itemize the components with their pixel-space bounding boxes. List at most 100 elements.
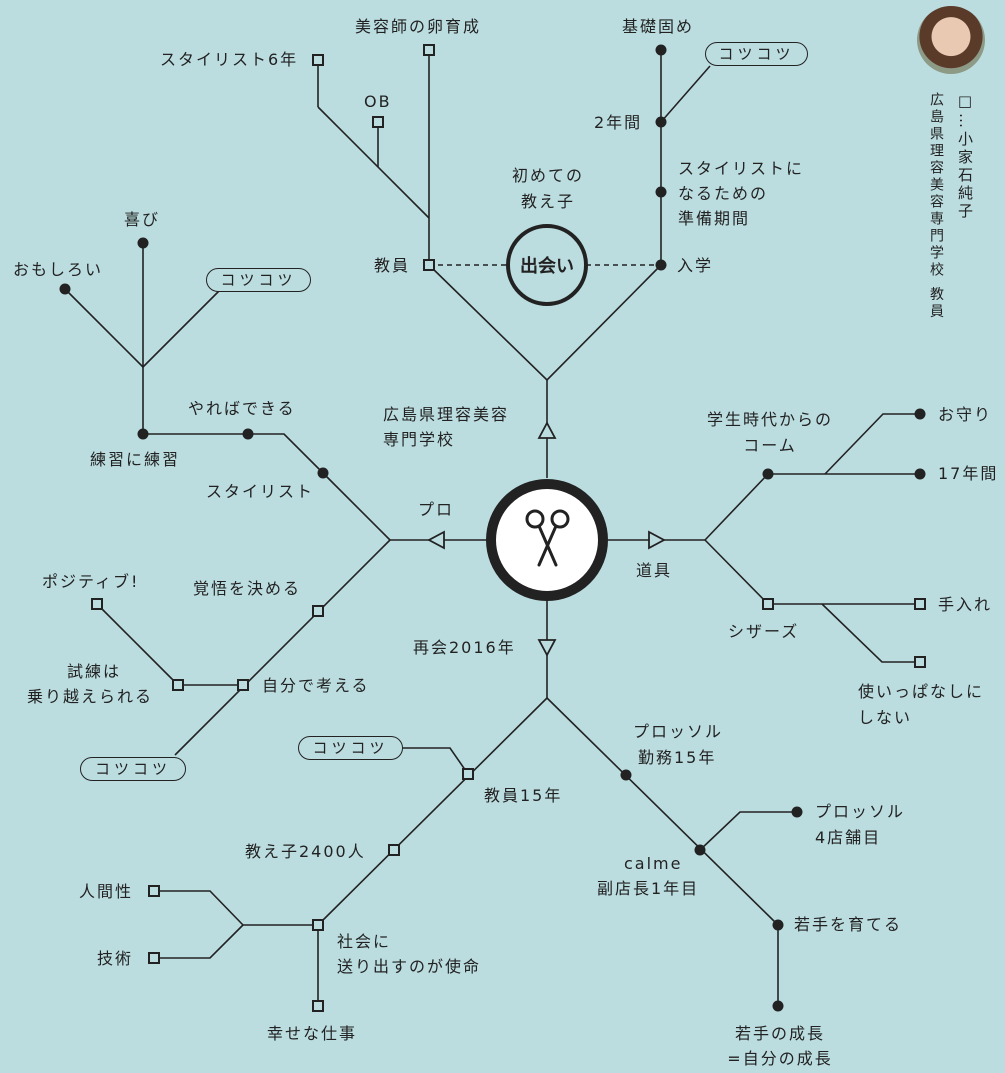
pill-kotsukotsu-south: コツコツ xyxy=(298,736,403,760)
sq-jibun xyxy=(237,679,249,691)
sq-shakai xyxy=(312,919,324,931)
sq-ningen xyxy=(148,885,160,897)
label-junbi-3: 準備期間 xyxy=(678,209,751,228)
label-shakai-2: 送り出すのが使命 xyxy=(337,957,482,976)
dot-omoshiroi xyxy=(59,283,71,295)
pill-kotsukotsu-north: コツコツ xyxy=(705,42,808,66)
label-oshiego: 教え子2400人 xyxy=(245,842,366,861)
label-prossol-2: 勤務15年 xyxy=(638,748,717,767)
label-yareba: やればできる xyxy=(188,399,296,418)
label-scissors: シザーズ xyxy=(728,622,800,641)
label-17nen: 17年間 xyxy=(938,464,999,483)
label-stylist: スタイリスト xyxy=(206,482,315,501)
arrow-east xyxy=(648,530,666,550)
arrow-south xyxy=(537,639,557,657)
label-biyoushi: 美容師の卵育成 xyxy=(355,17,482,36)
label-ningen: 人間性 xyxy=(79,882,134,901)
dot-prossol xyxy=(620,769,632,781)
dot-17nen xyxy=(914,468,926,480)
sq-positive xyxy=(91,598,103,610)
deai-circle xyxy=(506,224,588,306)
label-ob: OB xyxy=(364,92,392,111)
sq-shiren xyxy=(172,679,184,691)
profile-org: 広島県理容美容専門学校 教員 xyxy=(928,92,944,321)
dot-kiso xyxy=(655,44,667,56)
label-2nenkan: 2年間 xyxy=(594,113,643,132)
dot-yareba xyxy=(242,428,254,440)
sq-scissors xyxy=(762,598,774,610)
label-school-2: 専門学校 xyxy=(383,430,456,449)
label-jibun: 自分で考える xyxy=(262,676,370,695)
label-yorokobi: 喜び xyxy=(124,210,161,229)
label-seicho-2: =自分の成長 xyxy=(727,1049,833,1068)
label-pro: プロ xyxy=(418,500,455,519)
scissors-icon xyxy=(525,509,570,567)
label-comb-1: 学生時代からの xyxy=(706,410,833,429)
sq-kyoin xyxy=(423,259,435,271)
sq-oshiego xyxy=(388,844,400,856)
arrow-markers xyxy=(427,421,666,657)
sq-stylist6 xyxy=(312,54,324,66)
dot-junbi xyxy=(655,186,667,198)
label-prossol-1: プロッソル xyxy=(633,722,724,741)
label-teire: 手入れ xyxy=(938,595,993,614)
dot-comb xyxy=(762,468,774,480)
label-calme-1: calme xyxy=(624,854,683,873)
label-tsukai-1: 使いっぱなしに xyxy=(858,682,985,701)
label-kakugo: 覚悟を決める xyxy=(193,579,302,598)
label-calme-2: 副店長1年目 xyxy=(597,879,700,898)
profile-name: □…小家石純子 xyxy=(956,92,974,221)
square-nodes xyxy=(91,44,926,1012)
sq-shiawase xyxy=(312,1000,324,1012)
label-school-1: 広島県理容美容 xyxy=(383,405,510,424)
label-shiren-2: 乗り越えられる xyxy=(27,687,154,706)
sq-biyoushi xyxy=(423,44,435,56)
center-top-label-2: 教え子 xyxy=(520,192,575,211)
connector-lines xyxy=(64,50,920,1006)
sq-ob xyxy=(372,116,384,128)
arrow-north xyxy=(537,421,557,439)
dot-nyugaku xyxy=(655,259,667,271)
label-seicho-1: 若手の成長 xyxy=(734,1024,825,1043)
label-shakai-1: 社会に xyxy=(337,932,392,951)
deai-label: 出会い xyxy=(520,255,574,277)
dot-wakate xyxy=(772,919,784,931)
label-renshu: 練習に練習 xyxy=(90,450,181,469)
label-tsukai-2: しない xyxy=(858,708,913,727)
dot-shops xyxy=(791,806,803,818)
label-positive: ポジティブ! xyxy=(42,572,140,591)
label-omamori: お守り xyxy=(938,405,993,424)
center-top-label-1: 初めての xyxy=(511,166,584,185)
arrow-west xyxy=(427,530,445,550)
label-shops-2: 4店舗目 xyxy=(815,828,882,847)
label-kyoin: 教員 xyxy=(374,256,411,275)
sq-kakugo xyxy=(312,605,324,617)
label-nyugaku: 入学 xyxy=(677,256,714,275)
sq-teire xyxy=(914,598,926,610)
label-saikai: 再会2016年 xyxy=(413,638,516,657)
label-shops-1: プロッソル xyxy=(815,802,906,821)
label-shiren-1: 試練は xyxy=(67,662,122,681)
label-stylist6: スタイリスト6年 xyxy=(160,50,299,69)
dot-yorokobi xyxy=(137,237,149,249)
label-junbi-1: スタイリストに xyxy=(678,159,805,178)
label-wakate: 若手を育てる xyxy=(794,915,903,934)
profile-photo xyxy=(917,6,985,74)
dot-stylist xyxy=(317,467,329,479)
label-shiawase: 幸せな仕事 xyxy=(267,1024,358,1043)
label-junbi-2: なるための xyxy=(678,184,769,203)
label-kyoin15: 教員15年 xyxy=(484,786,563,805)
label-omoshiroi: おもしろい xyxy=(13,260,104,279)
pill-kotsukotsu-west-2: コツコツ xyxy=(80,757,186,781)
label-kiso: 基礎固め xyxy=(622,17,695,36)
sq-gijutsu xyxy=(148,952,160,964)
dot-2nenkan xyxy=(655,116,667,128)
label-gijutsu: 技術 xyxy=(97,949,134,968)
dot-calme xyxy=(694,844,706,856)
dot-renshu xyxy=(137,428,149,440)
dot-nodes xyxy=(59,44,926,1012)
central-hub xyxy=(486,479,608,601)
label-comb-2: コーム xyxy=(743,436,797,455)
label-dougu: 道具 xyxy=(636,561,673,580)
